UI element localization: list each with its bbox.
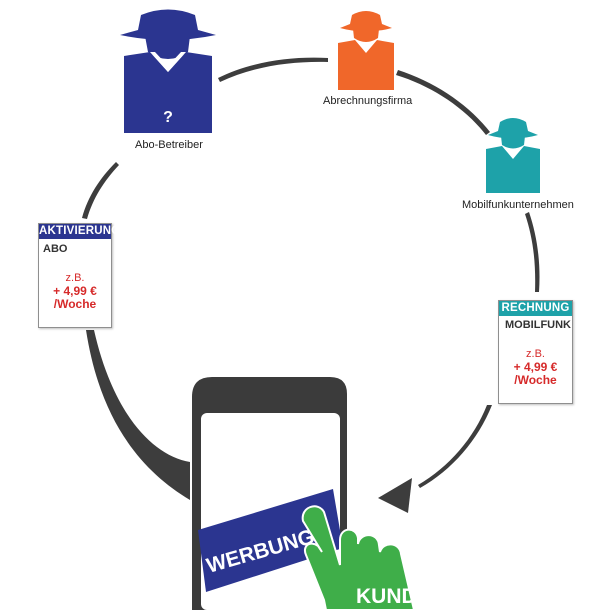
- aktivierung-header: AKTIVIERUNG: [39, 224, 121, 239]
- kunde-label: KUNDE: [356, 585, 431, 608]
- arrowhead-kunde: [378, 478, 412, 513]
- flow-arrows: [82, 57, 540, 513]
- arrow-mobilfunk-to-rechnung: [525, 212, 540, 292]
- rechnung-header: RECHNUNG: [499, 301, 572, 316]
- abo-betreiber-label: Abo-Betreiber: [135, 139, 203, 151]
- arrow-aktivierung-to-betreiber: [82, 162, 119, 219]
- arrow-phone-to-aktivierung: [86, 330, 190, 500]
- abo-betreiber-mark: ?: [163, 109, 173, 126]
- rechnung-prefix: z.B.: [526, 348, 545, 360]
- aktivierung-card: AKTIVIERUNG ABO z.B. + 4,99 € /Woche: [38, 223, 121, 328]
- rechnung-subheader: MOBILFUNK: [505, 319, 571, 331]
- mobilfunkunternehmen-figure: [486, 118, 540, 193]
- aktivierung-prefix: z.B.: [65, 272, 85, 284]
- aktivierung-subheader: ABO: [43, 243, 68, 255]
- kunde-hand: KUNDE: [301, 505, 431, 611]
- rechnung-amount: + 4,99 €: [513, 360, 558, 374]
- arrow-betreiber-to-abrechnung: [218, 57, 328, 82]
- abrechnungsfirma-label: Abrechnungsfirma: [323, 95, 413, 107]
- mobilfunkunternehmen-label: Mobilfunkunternehmen: [462, 199, 574, 211]
- arrow-rechnung-to-kunde: [418, 405, 492, 488]
- abrechnungsfirma-figure: [338, 11, 394, 90]
- aktivierung-amount: + 4,99 €: [53, 284, 97, 298]
- abo-betreiber-figure: ?: [120, 9, 216, 133]
- arrow-abrechnung-to-mobilfunk: [396, 70, 490, 135]
- aktivierung-period: /Woche: [53, 297, 97, 311]
- rechnung-card: RECHNUNG MOBILFUNK z.B. + 4,99 € /Woche: [498, 300, 573, 404]
- rechnung-period: /Woche: [514, 373, 557, 387]
